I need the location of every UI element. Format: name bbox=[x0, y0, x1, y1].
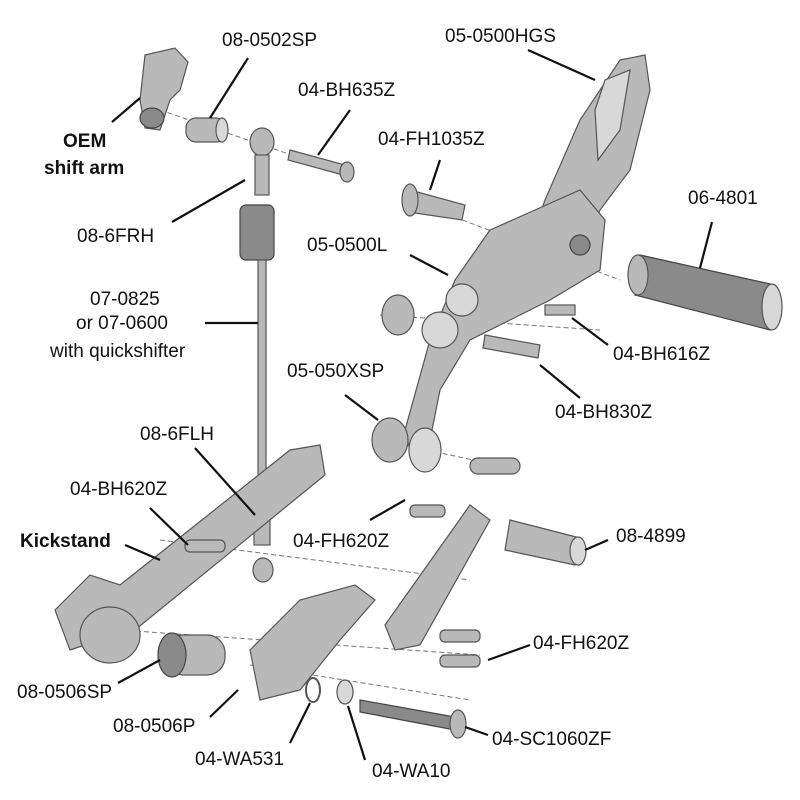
shift-link-part bbox=[384, 504, 491, 651]
label-04-BH620Z: 04-BH620Z bbox=[70, 479, 168, 500]
rearset-plate-part bbox=[404, 189, 606, 451]
spacer-08-0502SP bbox=[185, 117, 229, 143]
label-08-0506SP: 08-0506SP bbox=[17, 682, 113, 703]
bolt-04-BH620Z bbox=[184, 539, 226, 553]
label-08-4899: 08-4899 bbox=[616, 526, 686, 547]
label-04-WA531: 04-WA531 bbox=[195, 749, 285, 770]
bushing-08-0506SP bbox=[157, 632, 226, 678]
footpeg-06-4801 bbox=[627, 254, 783, 331]
label-04-FH1035Z: 04-FH1035Z bbox=[378, 129, 485, 150]
label-05-050XSP: 05-050XSP bbox=[287, 361, 385, 382]
label-04-BH830Z: 04-BH830Z bbox=[555, 402, 653, 423]
label-04-WA10: 04-WA10 bbox=[372, 761, 451, 782]
label-07-0825: 07-0825 bbox=[90, 289, 160, 310]
oem-shift-arm-part bbox=[139, 47, 189, 131]
label-quickshifter: with quickshifter bbox=[50, 341, 186, 362]
label-shift-arm: shift arm bbox=[44, 158, 125, 179]
label-07-0600: or 07-0600 bbox=[76, 313, 168, 334]
label-05-0500HGS: 05-0500HGS bbox=[445, 26, 556, 47]
spacer-05-050XSP bbox=[371, 417, 442, 473]
bolt-04-BH830Z bbox=[482, 334, 541, 359]
label-04-FH620Z-upper: 04-FH620Z bbox=[293, 531, 390, 552]
leader-lines bbox=[111, 48, 714, 761]
spacer-08-4899 bbox=[504, 519, 587, 566]
label-06-4801: 06-4801 bbox=[688, 188, 758, 209]
label-04-FH620Z-lower: 04-FH620Z bbox=[533, 633, 630, 654]
bolts-04-FH620Z bbox=[439, 629, 481, 668]
washer-04-WA10 bbox=[336, 679, 354, 705]
label-08-0506P: 08-0506P bbox=[113, 716, 196, 737]
label-kickstand: Kickstand bbox=[20, 531, 111, 552]
bolt-04-BH635Z bbox=[287, 149, 355, 183]
bolt-04-FH1035Z bbox=[401, 183, 466, 221]
spacer-left bbox=[381, 294, 415, 336]
label-08-0502SP: 08-0502SP bbox=[222, 30, 318, 51]
bolt-lower bbox=[469, 457, 521, 475]
label-04-SC1060ZF: 04-SC1060ZF bbox=[492, 729, 612, 750]
label-04-BH616Z: 04-BH616Z bbox=[613, 344, 711, 365]
label-05-0500L: 05-0500L bbox=[307, 235, 388, 256]
label-08-6FLH: 08-6FLH bbox=[140, 424, 214, 445]
washer-04-WA531 bbox=[305, 677, 321, 703]
label-04-BH635Z: 04-BH635Z bbox=[298, 80, 396, 101]
bolt-04-BH616Z bbox=[544, 304, 576, 316]
label-oem: OEM bbox=[63, 131, 107, 152]
label-08-6FRH: 08-6FRH bbox=[77, 226, 155, 247]
pivot-08-0506P bbox=[249, 584, 376, 701]
bolt-04-SC1060ZF bbox=[359, 699, 467, 739]
